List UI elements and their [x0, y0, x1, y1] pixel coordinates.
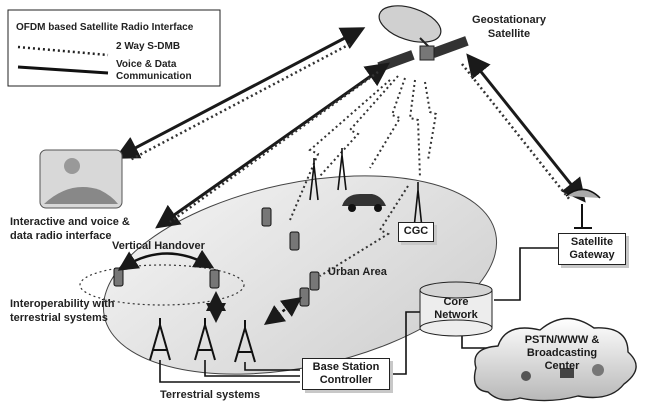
satellite-gateway-label-1: Satellite [570, 236, 614, 248]
legend-solid-label-1: Voice & Data [116, 59, 177, 70]
handover-ellipse [79, 264, 245, 306]
handset-icon-4 [209, 269, 220, 289]
beam-solid-gateway [466, 53, 586, 203]
satellite-gateway-box [558, 233, 626, 265]
wire-tower-2 [204, 360, 300, 377]
wire-bsc-core [390, 311, 430, 375]
legend-dotted-label: 2 Way S-DMB [116, 41, 181, 52]
urban-area-ellipse [102, 175, 498, 375]
legend-solid-line [17, 65, 109, 75]
interactive-label-1: Interactive and voice & [10, 216, 130, 228]
handset-icon-6 [309, 271, 320, 291]
base-tower-icon-3 [234, 320, 256, 363]
cgc-label: CGC [403, 225, 429, 237]
wire-core-gateway [494, 247, 558, 301]
broadcast-figures [521, 364, 604, 381]
legend-solid-label-2: Communication [116, 71, 192, 82]
core-network-cylinder [419, 281, 493, 337]
interop-label-1: Interoperability with [10, 298, 115, 310]
bsc-box [302, 358, 390, 390]
terrestrial-systems-label: Terrestrial systems [160, 389, 261, 401]
bsc-label-1: Base Station [312, 361, 380, 373]
satellite-label-1: Geostationary [472, 14, 546, 26]
tower-icon-urban-2 [337, 148, 347, 191]
handset-icon-2 [289, 231, 300, 251]
core-network-label-2: Network [434, 309, 478, 321]
handset-icon-1 [261, 207, 272, 227]
pstn-label-3: Center [544, 360, 580, 372]
car-icon [342, 194, 386, 212]
cgc-box [398, 222, 434, 242]
pstn-cloud [473, 317, 637, 402]
handset-link-arrow [263, 297, 303, 325]
wire-tower-3 [244, 362, 300, 371]
wire-tower-1 [159, 360, 300, 383]
beam-zigzag-group [289, 75, 438, 277]
handset-icon-5 [299, 287, 310, 307]
satellite-gateway-label-2: Gateway [569, 249, 615, 261]
beam-dotted-gateway [461, 63, 571, 201]
handset-icon-3 [113, 267, 124, 287]
legend-title: OFDM based Satellite Radio Interface [16, 22, 194, 33]
urban-area-label: Urban Area [328, 266, 387, 278]
legend-dotted-line [17, 45, 109, 57]
base-tower-icon-1 [149, 318, 171, 361]
satellite-dish-icon [565, 188, 601, 229]
tower-icon-urban-1 [309, 158, 319, 201]
vertical-handover-label: Vertical Handover [112, 240, 205, 252]
interactive-illustration [39, 149, 123, 209]
pstn-label-1: PSTN/WWW & [524, 334, 600, 346]
satellite-icon [377, 5, 469, 72]
interop-label-2: terrestrial systems [10, 312, 108, 324]
interactive-label-2: data radio interface [10, 230, 112, 242]
handover-arrow [117, 249, 215, 271]
satellite-label-2: Satellite [487, 28, 531, 40]
tower-icon-cgc [413, 182, 423, 229]
core-network-label-1: Core [443, 296, 469, 308]
bsc-label-2: Controller [319, 374, 373, 386]
base-tower-icon-2 [194, 318, 216, 361]
pstn-label-2: Broadcasting [526, 347, 598, 359]
